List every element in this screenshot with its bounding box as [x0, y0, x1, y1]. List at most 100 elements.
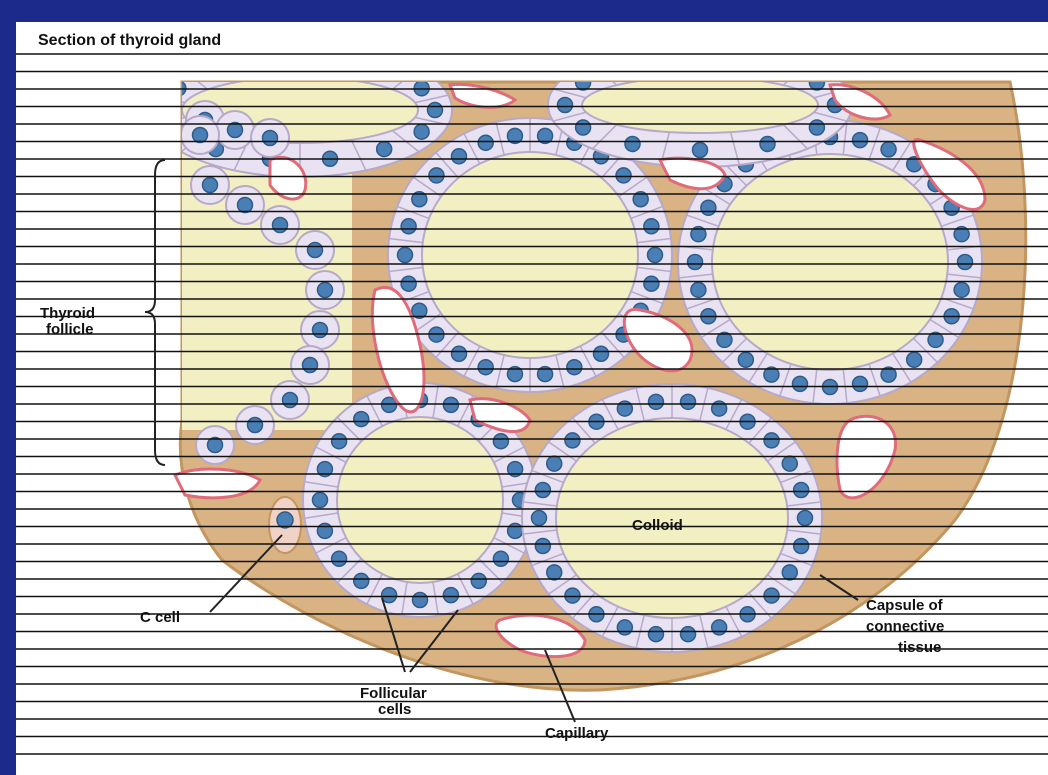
follicular-cell-nucleus	[323, 54, 338, 69]
follicular-cell-nucleus	[782, 565, 797, 580]
follicular-cell-nucleus	[493, 551, 508, 566]
colloid	[422, 152, 638, 358]
follicular-cell-nucleus	[693, 143, 708, 158]
follicular-cell-nucleus	[616, 168, 631, 183]
follicular-cell-nucleus	[907, 352, 922, 367]
follicular-cell-nucleus	[738, 352, 753, 367]
follicular-cell-nucleus	[625, 136, 640, 151]
follicular-cell-nucleus	[648, 248, 663, 263]
label-follicular-line2: cells	[378, 701, 411, 718]
follicular-cell-nucleus	[760, 136, 775, 151]
follicular-cell-nucleus	[853, 376, 868, 391]
follicular-cell	[306, 271, 344, 309]
follicular-cell-nucleus	[451, 346, 466, 361]
follicular-cell-nucleus	[451, 149, 466, 164]
top-frame-bar	[0, 0, 1048, 22]
follicular-cell-nucleus	[794, 483, 809, 498]
follicular-cell-nucleus	[576, 75, 591, 90]
follicular-cell-nucleus	[158, 103, 173, 118]
follicular-cell	[181, 116, 219, 154]
follicle-bracket	[145, 160, 165, 465]
follicular-cell-nucleus	[317, 523, 332, 538]
label-capsule-line1: Capsule of	[866, 597, 944, 614]
follicular-cell-nucleus	[954, 282, 969, 297]
follicular-cell-nucleus	[617, 620, 632, 635]
follicular-cell-nucleus	[701, 200, 716, 215]
follicular-cell-nucleus	[354, 412, 369, 427]
follicular-cell-nucleus	[764, 433, 779, 448]
follicular-cell-nucleus	[644, 219, 659, 234]
follicular-cell-nucleus	[853, 133, 868, 148]
follicular-cell-nucleus	[792, 376, 807, 391]
follicular-cell-nucleus	[377, 142, 392, 157]
follicular-cell-nucleus	[798, 511, 813, 526]
label-capsule-line2: connective	[866, 618, 944, 635]
follicular-cell-nucleus	[332, 434, 347, 449]
follicular-cell-nucleus	[313, 493, 328, 508]
follicular-cell-nucleus	[332, 551, 347, 566]
follicular-cell-nucleus	[535, 483, 550, 498]
label-c-cell: C cell	[140, 609, 180, 626]
follicular-cell-nucleus	[508, 523, 523, 538]
follicular-cell	[216, 111, 254, 149]
follicular-cell-nucleus	[382, 588, 397, 603]
cell-boundary	[152, 95, 185, 103]
follicular-cell-nucleus	[809, 120, 824, 135]
label-colloid: Colloid	[632, 517, 683, 534]
label-thyroid-follicle-line2: follicle	[46, 321, 94, 338]
colloid	[337, 417, 503, 583]
follicular-cell-nucleus	[567, 360, 582, 375]
follicular-cell	[226, 186, 264, 224]
label-capillary: Capillary	[545, 725, 609, 742]
follicular-cell-nucleus	[429, 168, 444, 183]
follicular-cell-nucleus	[648, 394, 663, 409]
follicular-cell-nucleus	[401, 276, 416, 291]
follicular-cell-nucleus	[594, 346, 609, 361]
follicular-cell-nucleus	[547, 456, 562, 471]
thyroid-follicle	[548, 43, 852, 167]
follicular-cell-nucleus	[443, 588, 458, 603]
follicular-cell-nucleus	[547, 565, 562, 580]
ruled-lines	[16, 54, 1048, 754]
follicular-cell-nucleus	[493, 434, 508, 449]
follicular-cell-nucleus	[565, 588, 580, 603]
follicular-cell-nucleus	[354, 573, 369, 588]
cell-boundary	[661, 45, 670, 78]
follicular-cell-nucleus	[401, 219, 416, 234]
follicular-cell-nucleus	[558, 98, 573, 113]
follicular-cell-nucleus	[809, 75, 824, 90]
follicular-cell-nucleus	[782, 456, 797, 471]
follicular-cell-nucleus	[681, 394, 696, 409]
follicular-cell-nucleus	[478, 360, 493, 375]
follicular-cell-nucleus	[471, 573, 486, 588]
follicular-cell-nucleus	[262, 54, 277, 69]
follicular-cell	[196, 426, 234, 464]
follicular-cell-nucleus	[688, 255, 703, 270]
follicular-cell-nucleus	[565, 433, 580, 448]
follicular-cell-nucleus	[648, 627, 663, 642]
follicular-cell-nucleus	[712, 620, 727, 635]
follicular-cell-nucleus	[443, 397, 458, 412]
label-follicular-line1: Follicular	[360, 685, 427, 702]
c-cell-nucleus	[277, 512, 293, 528]
follicular-cell	[191, 166, 229, 204]
cell-boundary	[731, 45, 740, 78]
follicular-cell-nucleus	[398, 248, 413, 263]
follicular-cell-nucleus	[691, 282, 706, 297]
follicular-cell-nucleus	[414, 124, 429, 139]
label-thyroid-follicle-line1: Thyroid	[40, 305, 95, 322]
colloid	[712, 154, 948, 370]
follicular-cell-nucleus	[681, 627, 696, 642]
follicular-cell-nucleus	[478, 135, 493, 150]
follicular-cell-nucleus	[958, 255, 973, 270]
follicular-cell-nucleus	[413, 593, 428, 608]
follicular-cell-nucleus	[764, 588, 779, 603]
follicular-cell-nucleus	[576, 120, 591, 135]
follicular-cell-nucleus	[535, 538, 550, 553]
left-frame-bar	[0, 0, 16, 775]
diagram-title: Section of thyroid gland	[38, 32, 221, 49]
label-capsule-line3: tissue	[898, 639, 941, 656]
follicular-cell-nucleus	[644, 276, 659, 291]
